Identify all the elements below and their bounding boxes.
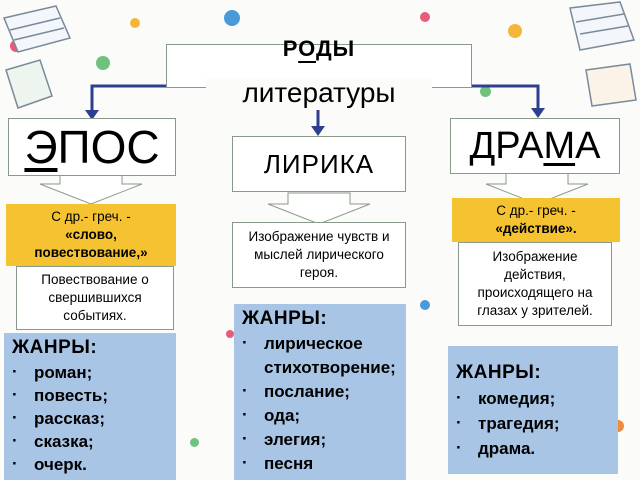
dot: [96, 56, 110, 70]
epos-heading-underlined: Э: [24, 121, 58, 173]
genre-item: повесть;: [12, 383, 168, 407]
genre-item: трагедия;: [456, 410, 610, 436]
genre-item: послание;: [242, 379, 398, 404]
genre-item: сказка;: [12, 429, 168, 453]
title-rody-part: Р: [282, 36, 299, 61]
genre-item: элегия;: [242, 427, 398, 452]
drama-heading: ДРАМА: [450, 118, 620, 174]
dot: [224, 10, 240, 26]
title-rody-part: ДЫ: [316, 36, 356, 61]
epos-etymology-term: «слово, повествование,»: [34, 227, 148, 260]
genre-item: песня: [242, 451, 398, 476]
drama-definition: Изображение действия, происходящего на г…: [458, 242, 612, 326]
epos-etymology: С др.- греч. - «слово, повествование,»: [6, 204, 176, 266]
dot: [420, 300, 430, 310]
drama-heading-underlined: М: [543, 124, 576, 167]
genre-item: комедия;: [456, 385, 610, 411]
lyrics-genres-title: ЖАНРЫ:: [242, 308, 328, 329]
drama-etymology-term: «действие».: [495, 221, 577, 236]
dot: [508, 24, 522, 38]
title-literatury: литературы: [206, 78, 432, 110]
drama-genres-list: комедия; трагедия; драма.: [456, 385, 610, 461]
genre-item: рассказ;: [12, 406, 168, 430]
epos-heading-rest: ПОС: [57, 121, 160, 173]
drama-genres-panel: ЖАНРЫ: комедия; трагедия; драма.: [448, 346, 618, 474]
lyrics-genres-panel: ЖАНРЫ: лирическое стихотворение; послани…: [234, 304, 406, 480]
epos-etymology-prefix: С др.- греч. -: [51, 209, 131, 224]
dot: [130, 18, 140, 28]
epos-genres-title: ЖАНРЫ:: [12, 337, 98, 358]
genre-item: ода;: [242, 403, 398, 428]
drama-heading-part: А: [575, 124, 601, 167]
lyrics-heading: ЛИРИКА: [232, 136, 406, 192]
epos-genres-list: роман; повесть; рассказ; сказка; очерк.: [12, 360, 168, 476]
lyrics-genres-list: лирическое стихотворение; послание; ода;…: [242, 331, 398, 476]
dot: [480, 86, 491, 97]
genre-item: роман;: [12, 360, 168, 384]
title-rody: РОДЫ: [206, 36, 432, 64]
epos-genres-panel: ЖАНРЫ: роман; повесть; рассказ; сказка; …: [4, 333, 176, 480]
epos-heading: ЭПОС: [8, 118, 176, 176]
drama-etymology-prefix: С др.- греч. -: [496, 203, 576, 218]
book-illustration: [2, 5, 72, 109]
drama-etymology: С др.- греч. - «действие».: [452, 198, 620, 242]
book-illustration: [569, 1, 637, 107]
genre-item: драма.: [456, 435, 610, 461]
lyrics-definition: Изображение чувств и мыслей лирического …: [232, 222, 406, 288]
drama-genres-title: ЖАНРЫ:: [456, 362, 542, 383]
title-rody-underlined: О: [298, 36, 316, 61]
drama-heading-part: ДРА: [469, 124, 544, 167]
dot: [226, 330, 234, 338]
dot: [190, 438, 199, 447]
epos-definition: Повествование о свершившихся событиях.: [16, 266, 174, 330]
genre-item: очерк.: [12, 452, 168, 476]
dot: [420, 12, 430, 22]
genre-item: лирическое стихотворение;: [242, 331, 398, 380]
